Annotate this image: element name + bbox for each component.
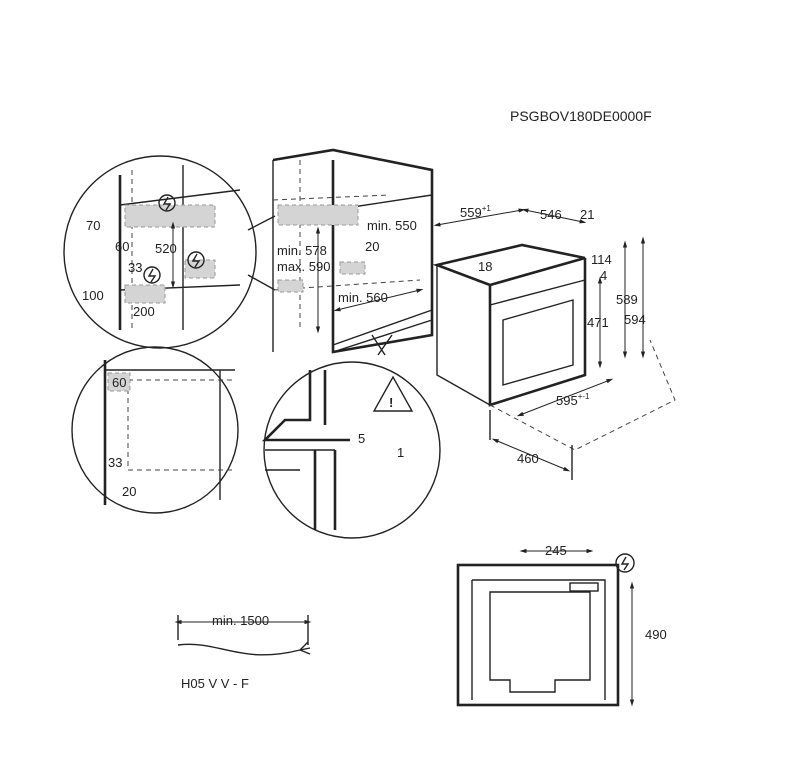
electrical-hazard-icon <box>187 251 205 269</box>
corner-detail: 60 33 20 <box>71 346 239 514</box>
oven-rear-view: 245 490 <box>456 543 667 707</box>
height-front-label: 589 <box>616 292 638 307</box>
gap-label: 20 <box>365 239 379 254</box>
dim-70: 70 <box>86 218 100 233</box>
corner-top-label: 60 <box>112 375 126 390</box>
depth-total-label: 559+1 <box>460 204 491 220</box>
panel-height-label: 114 <box>591 252 612 267</box>
min-width-label: min. 560 <box>338 290 388 305</box>
corner-bottom-label: 33 <box>108 455 122 470</box>
min-height-label: min. 578 <box>277 243 327 258</box>
dim-33: 33 <box>128 260 142 275</box>
electrical-hazard-icon <box>615 553 635 573</box>
socket-position-detail: 70 60 520 33 100 200 <box>63 155 276 349</box>
rear-height-label: 490 <box>645 627 667 642</box>
panel-gap-label: 4 <box>600 268 607 283</box>
height-total-label: 594 <box>624 312 646 327</box>
fixing-detail: ! 5 1 <box>261 334 441 539</box>
dim-100: 100 <box>82 288 104 303</box>
dim-200: 200 <box>133 304 155 319</box>
width-label: 595+-1 <box>556 392 590 408</box>
electrical-hazard-icon <box>158 194 176 212</box>
cabinet-niche: min. 578 max. 590 min. 550 20 min. 560 <box>272 148 434 354</box>
top-gap-label: 18 <box>478 259 492 274</box>
cable-length-label: min. 1500 <box>212 613 269 628</box>
power-cable: min. 1500 H05 V V - F <box>174 613 312 691</box>
dim-60: 60 <box>115 239 129 254</box>
warning-triangle-icon: ! <box>372 375 414 412</box>
cutout-depth-label: 460 <box>517 451 539 466</box>
electrical-hazard-icon <box>143 266 161 284</box>
depth-body-label: 546 <box>540 207 562 222</box>
front-label: 21 <box>580 207 594 222</box>
oven-dimensions: 559+1 546 21 18 114 4 589 594 471 595+-1… <box>432 204 676 480</box>
model-number: PSGBOV180DE0000F <box>510 108 652 124</box>
cable-type-label: H05 V V - F <box>181 676 249 691</box>
min-depth-label: min. 550 <box>367 218 417 233</box>
svg-text:!: ! <box>389 395 393 410</box>
gap-5-label: 5 <box>358 431 365 446</box>
gap-1-label: 1 <box>397 445 404 460</box>
rear-width-label: 245 <box>545 543 567 558</box>
door-height-label: 471 <box>587 315 609 330</box>
corner-side-label: 20 <box>122 484 136 499</box>
max-height-label: max. 590 <box>277 259 330 274</box>
